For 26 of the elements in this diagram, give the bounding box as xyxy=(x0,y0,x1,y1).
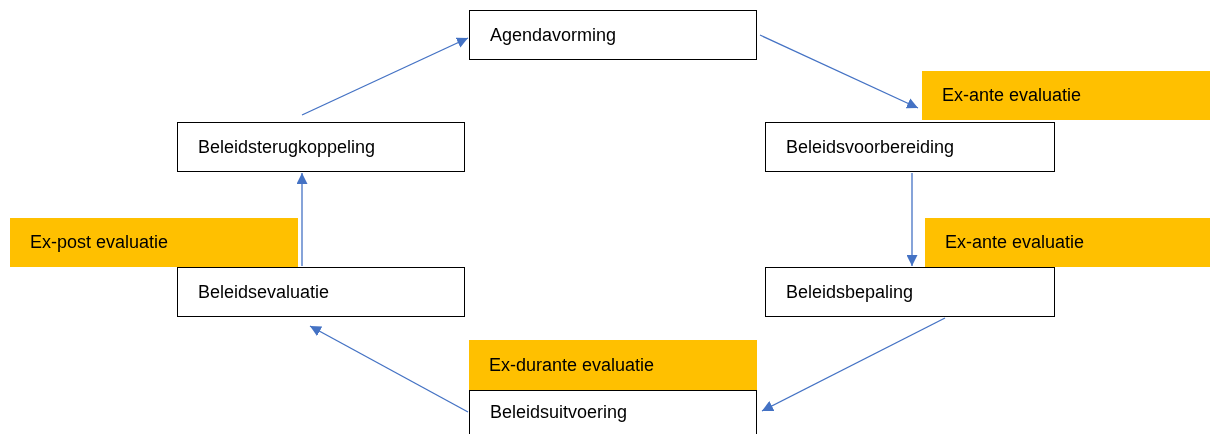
node-label: Beleidsterugkoppeling xyxy=(198,136,376,158)
arrow xyxy=(301,37,469,116)
arrow xyxy=(296,172,308,267)
evaluation-band xyxy=(10,218,298,267)
node-label: Agendavorming xyxy=(490,24,617,46)
node-label: Ex-durante evaluatie xyxy=(489,354,655,376)
node-label: Ex-ante evaluatie xyxy=(942,85,1082,106)
process-box xyxy=(469,390,757,434)
process-box xyxy=(469,10,757,60)
node-label: Beleidsbepaling xyxy=(786,281,914,303)
evaluation-band xyxy=(922,71,1210,120)
node-label: Ex-ante evaluatie xyxy=(945,232,1085,253)
arrow xyxy=(906,172,918,267)
process-box xyxy=(765,267,1055,317)
node-label: Beleidsuitvoering xyxy=(490,402,628,423)
arrow xyxy=(761,317,946,412)
evaluation-band xyxy=(469,340,757,390)
node-label: Ex-post evaluatie xyxy=(30,232,169,253)
process-box xyxy=(765,122,1055,172)
node-label: Beleidsvoorbereiding xyxy=(786,136,955,158)
evaluation-band xyxy=(925,218,1210,267)
process-box xyxy=(177,122,465,172)
arrow xyxy=(759,34,919,109)
node-label: Beleidsevaluatie xyxy=(198,281,330,303)
arrow xyxy=(309,325,469,413)
process-box xyxy=(177,267,465,317)
